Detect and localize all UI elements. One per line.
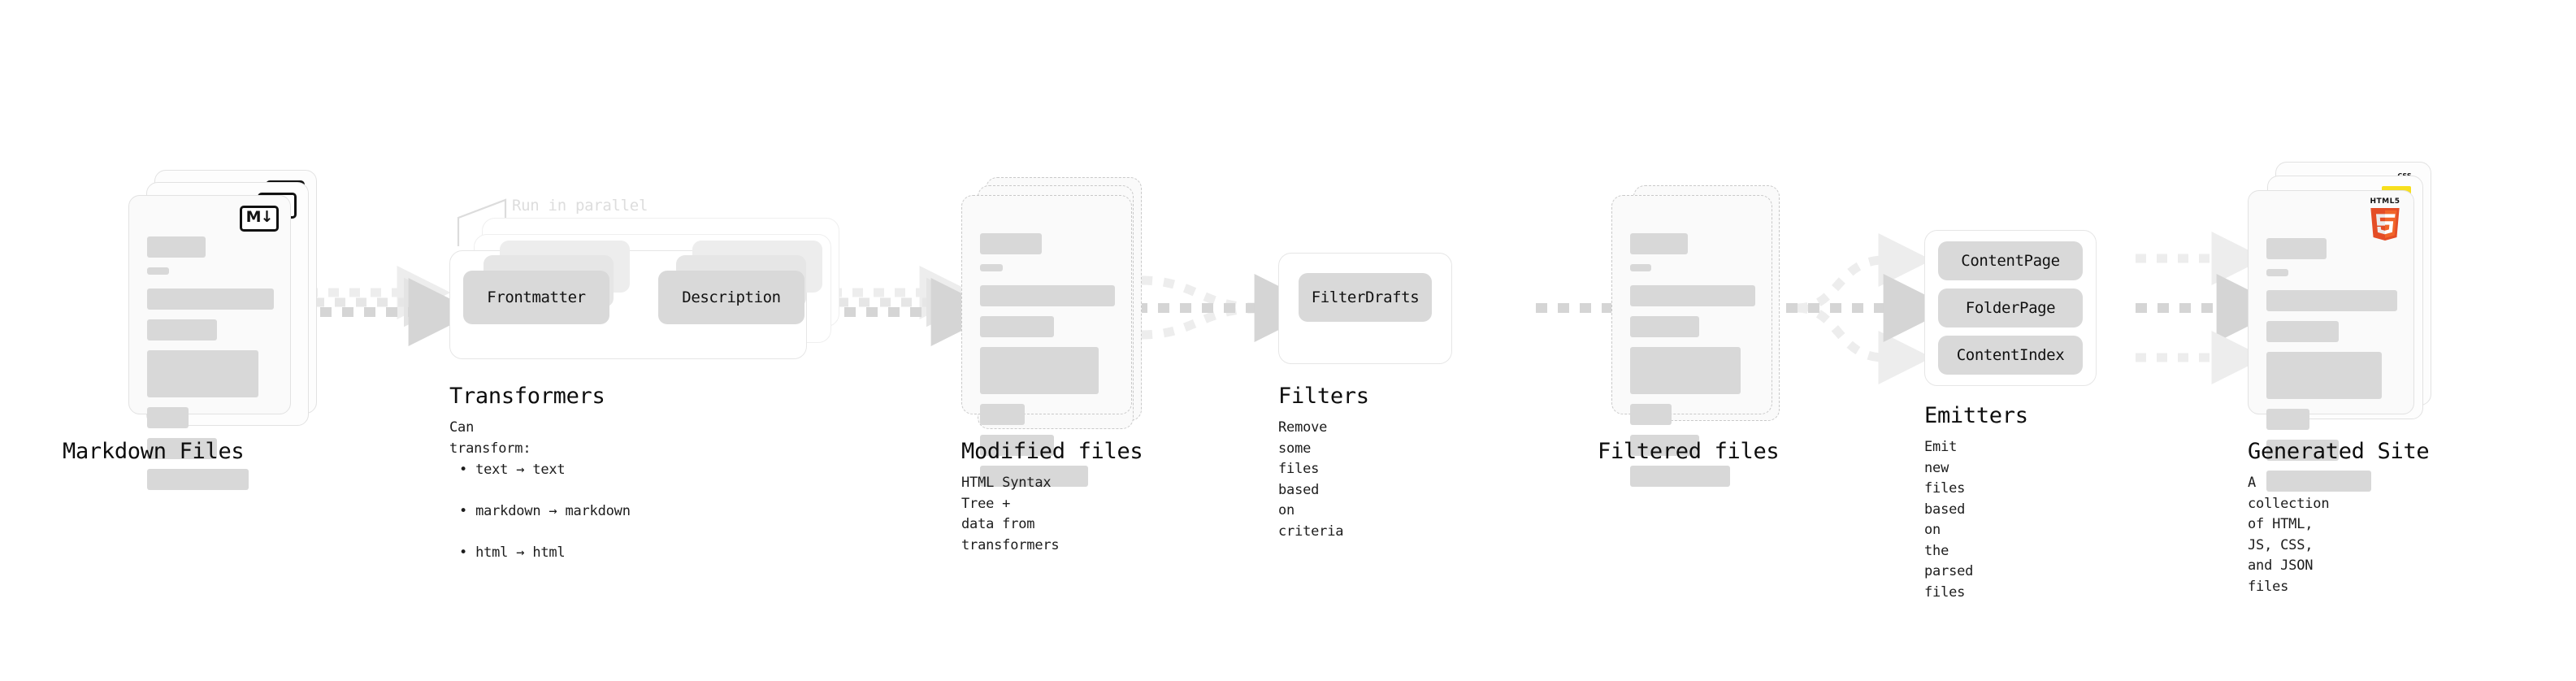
site-card-front[interactable]: HTML5	[2248, 190, 2414, 492]
skeleton-row	[1630, 347, 1741, 394]
markdown-card-front[interactable]: M↓	[128, 195, 291, 490]
modified-files-title: Modified files	[961, 439, 1143, 464]
skeleton-row	[980, 347, 1099, 394]
filtered-files-title: Filtered files	[1598, 439, 1780, 464]
skeleton-row	[147, 319, 217, 340]
skeleton-row	[147, 350, 259, 397]
filter-filterdrafts-label: FilterDrafts	[1311, 288, 1420, 306]
arrow-transformers-to-modified	[831, 266, 1000, 346]
skeleton-row	[980, 316, 1055, 337]
modified-files-description: HTML Syntax Tree + data from transformer…	[961, 475, 1060, 553]
skeleton-row	[2266, 238, 2327, 259]
emitters-description: Emit new files based on the parsed files	[1924, 439, 1974, 601]
emitter-folderpage[interactable]: FolderPage	[1938, 288, 2083, 327]
filters-title: Filters	[1278, 384, 1369, 409]
skeleton-row	[2266, 352, 2382, 399]
emitter-folderpage-label: FolderPage	[1965, 299, 2056, 317]
transformers-bullet: • html → html	[459, 544, 566, 561]
skeleton-row	[2266, 471, 2371, 492]
filtered-card-front[interactable]	[1611, 195, 1772, 487]
skeleton-rows	[2266, 238, 2397, 501]
filters-description: Remove some files based on criteria	[1278, 419, 1344, 540]
skeleton-row	[1630, 404, 1672, 425]
arrow-modified-to-filters	[1136, 274, 1323, 342]
transformers-bullet: • markdown → markdown	[459, 502, 631, 519]
skeleton-row	[980, 285, 1115, 306]
transformer-description[interactable]: Description	[658, 271, 804, 324]
skeleton-rows	[147, 236, 274, 500]
generated-site-description: A collection of HTML, JS, CSS, and JSON …	[2248, 475, 2330, 595]
skeleton-rows	[980, 233, 1115, 497]
emitter-contentindex[interactable]: ContentIndex	[1938, 336, 2083, 375]
skeleton-row	[1630, 285, 1755, 306]
transformers-bullet: • text → text	[459, 461, 566, 478]
skeleton-row	[2266, 269, 2289, 276]
transformer-frontmatter[interactable]: Frontmatter	[463, 271, 609, 324]
transformers-description: Can transform:	[449, 419, 531, 457]
filter-filterdrafts[interactable]: FilterDrafts	[1299, 273, 1432, 322]
markdown-files-title: Markdown Files	[63, 439, 245, 464]
skeleton-row	[1630, 316, 1699, 337]
skeleton-row	[980, 435, 1055, 456]
skeleton-row	[1630, 466, 1731, 487]
arrow-markdown-to-transformers	[307, 266, 477, 346]
skeleton-row	[1630, 435, 1699, 456]
skeleton-row	[2266, 321, 2339, 342]
skeleton-row	[147, 438, 217, 459]
modified-card-front[interactable]	[961, 195, 1132, 487]
arrow-filtered-to-emitters	[1786, 233, 1952, 384]
emitter-contentindex-label: ContentIndex	[1956, 346, 2065, 364]
skeleton-row	[1630, 233, 1688, 254]
html5-badge-icon: HTML5	[2366, 197, 2404, 241]
transformer-frontmatter-label: Frontmatter	[487, 288, 586, 306]
markdown-badge-icon: M↓	[240, 206, 279, 232]
skeleton-row	[980, 233, 1043, 254]
skeleton-row	[147, 407, 189, 428]
skeleton-row	[2266, 440, 2339, 461]
skeleton-row	[2266, 409, 2310, 430]
transformer-description-label: Description	[682, 288, 781, 306]
skeleton-row	[980, 264, 1004, 271]
arrow-emitters-to-site	[2136, 232, 2285, 384]
skeleton-row	[147, 236, 206, 258]
skeleton-row	[2266, 290, 2397, 311]
emitters-title: Emitters	[1924, 403, 2028, 428]
skeleton-row	[1630, 264, 1652, 271]
run-in-parallel-label: Run in parallel	[512, 197, 648, 215]
transformers-title: Transformers	[449, 384, 605, 409]
emitter-contentpage-label: ContentPage	[1961, 252, 2060, 270]
skeleton-row	[147, 469, 249, 490]
generated-site-title: Generated Site	[2248, 439, 2430, 464]
skeleton-rows	[1630, 233, 1755, 497]
emitter-contentpage[interactable]: ContentPage	[1938, 241, 2083, 280]
skeleton-row	[980, 404, 1025, 425]
skeleton-row	[980, 466, 1088, 487]
skeleton-row	[147, 288, 274, 310]
skeleton-row	[147, 267, 169, 275]
transformers-bullets: • text → text • markdown → markdown • ht…	[459, 439, 631, 584]
html5-badge-text: HTML5	[2370, 197, 2400, 206]
